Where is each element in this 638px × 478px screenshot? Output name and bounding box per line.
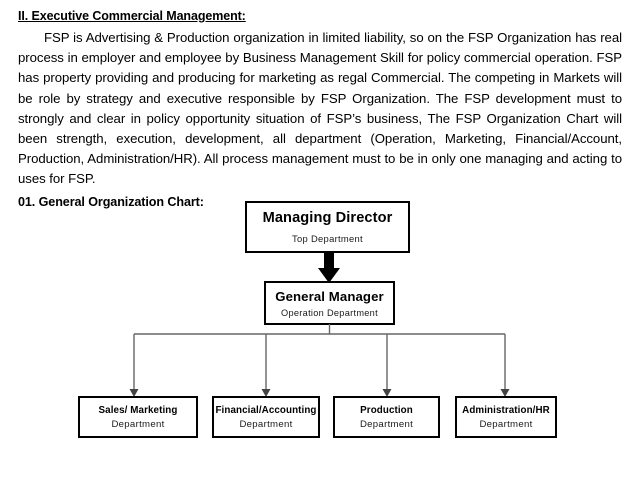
org-node-subtitle: Department [479,418,533,430]
org-node-subtitle: Operation Department [281,307,378,318]
connector-tree-gm-to-departments [129,324,510,397]
org-node-title: General Manager [275,288,384,304]
org-node-title: Production [360,404,413,416]
connector-arrow-md-to-gm [318,252,340,283]
org-node-financial-accounting[interactable]: Financial/Accounting Department [212,396,320,438]
org-node-title: Sales/ Marketing [98,404,178,416]
org-node-managing-director[interactable]: Managing Director Top Department [245,201,410,253]
org-node-subtitle: Department [359,418,414,430]
org-node-subtitle: Department [239,418,293,430]
org-node-title: Managing Director [262,210,393,226]
org-node-subtitle: Top Department [292,233,363,244]
org-node-title: Administration/HR [462,404,550,416]
document-text-block: II. Executive Commercial Management: FSP… [18,9,622,209]
subsection-heading: 01. General Organization Chart: [18,194,204,209]
org-node-general-manager[interactable]: General Manager Operation Department [264,281,395,325]
section-heading: II. Executive Commercial Management: [18,9,246,23]
org-node-sales-marketing[interactable]: Sales/ Marketing Department [78,396,198,438]
org-node-subtitle: Department [111,418,165,430]
org-node-production[interactable]: Production Department [333,396,440,438]
body-paragraph: FSP is Advertising & Production organiza… [18,30,622,187]
org-node-administration-hr[interactable]: Administration/HR Department [455,396,557,438]
org-node-title: Financial/Accounting [215,404,317,416]
